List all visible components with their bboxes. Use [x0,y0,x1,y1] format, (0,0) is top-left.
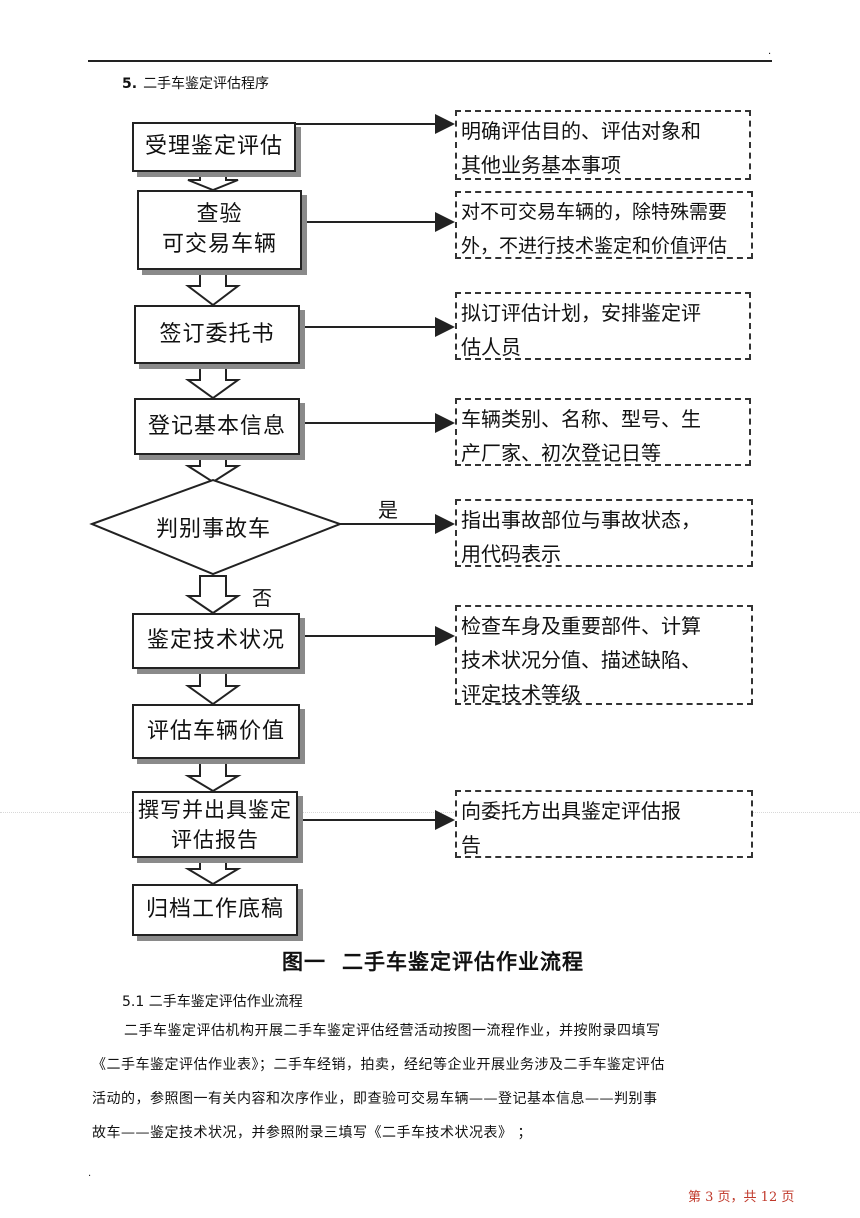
figure-title: 二手车鉴定评估作业流程 [342,950,584,974]
section-title-text: 二手车鉴定评估程序 [143,76,270,92]
yes-label: 是 [378,498,398,522]
paragraph-line: 《二手车鉴定评估作业表》；二手车经销，拍卖，经纪等企业开展业务涉及二手车鉴定评估 [92,1057,665,1073]
footer-dot: . [88,1168,92,1179]
note-accident-marking: 指出事故部位与事故状态， 用代码表示 [455,499,753,567]
no-label: 否 [252,586,272,610]
step-archive-papers: 归档工作底稿 [132,884,298,936]
note-technical-check: 检查车身及重要部件、计算 技术状况分值、描述缺陷、 评定技术等级 [455,605,753,705]
subsection-title: 5.1 二手车鉴定评估作业流程 [122,994,303,1010]
section-number: 5. [122,76,138,92]
figure-caption: 图一二手车鉴定评估作业流程 [282,946,584,976]
note-vehicle-basics: 车辆类别、名称、型号、生 产厂家、初次登记日等 [455,398,751,466]
note-issue-report: 向委托方出具鉴定评估报 告 [455,790,753,858]
note-define-scope: 明确评估目的、评估对象和 其他业务基本事项 [455,110,751,180]
paragraph-line: 故车——鉴定技术状况，并参照附录三填写《二手车技术状况表》 ； [92,1125,532,1141]
step-inspect-vehicle: 查验 可交易车辆 [137,190,302,270]
paragraph-line: 活动的，参照图一有关内容和次序作业，即查验可交易车辆——登记基本信息——判别事 [92,1091,658,1107]
header-rule [88,60,772,62]
figure-label: 图一 [282,950,326,974]
decision-label: 判别事故车 [156,517,272,542]
section-title: 5. 二手车鉴定评估程序 [122,73,269,93]
header-dot: . [768,46,772,57]
step-register-info: 登记基本信息 [134,398,300,455]
page-number: 第 3 页，共 12 页 [688,1190,795,1205]
step-sign-contract: 签订委托书 [134,305,300,364]
step-evaluate-value: 评估车辆价值 [132,704,300,759]
step-assess-condition: 鉴定技术状况 [132,613,300,669]
side-arrows [296,114,455,830]
paragraph-line: 二手车鉴定评估机构开展二手车鉴定评估经营活动按图一流程作业，并按附录四填写 [124,1023,661,1039]
step-write-report: 撰写并出具鉴定 评估报告 [132,791,298,858]
step-accept-appraisal: 受理鉴定评估 [132,122,296,172]
note-non-tradable: 对不可交易车辆的，除特殊需要 外，不进行技术鉴定和价值评估 [455,191,753,259]
faint-divider [0,812,860,813]
down-arrows [184,171,242,886]
note-plan-staff: 拟订评估计划，安排鉴定评 估人员 [455,292,751,360]
